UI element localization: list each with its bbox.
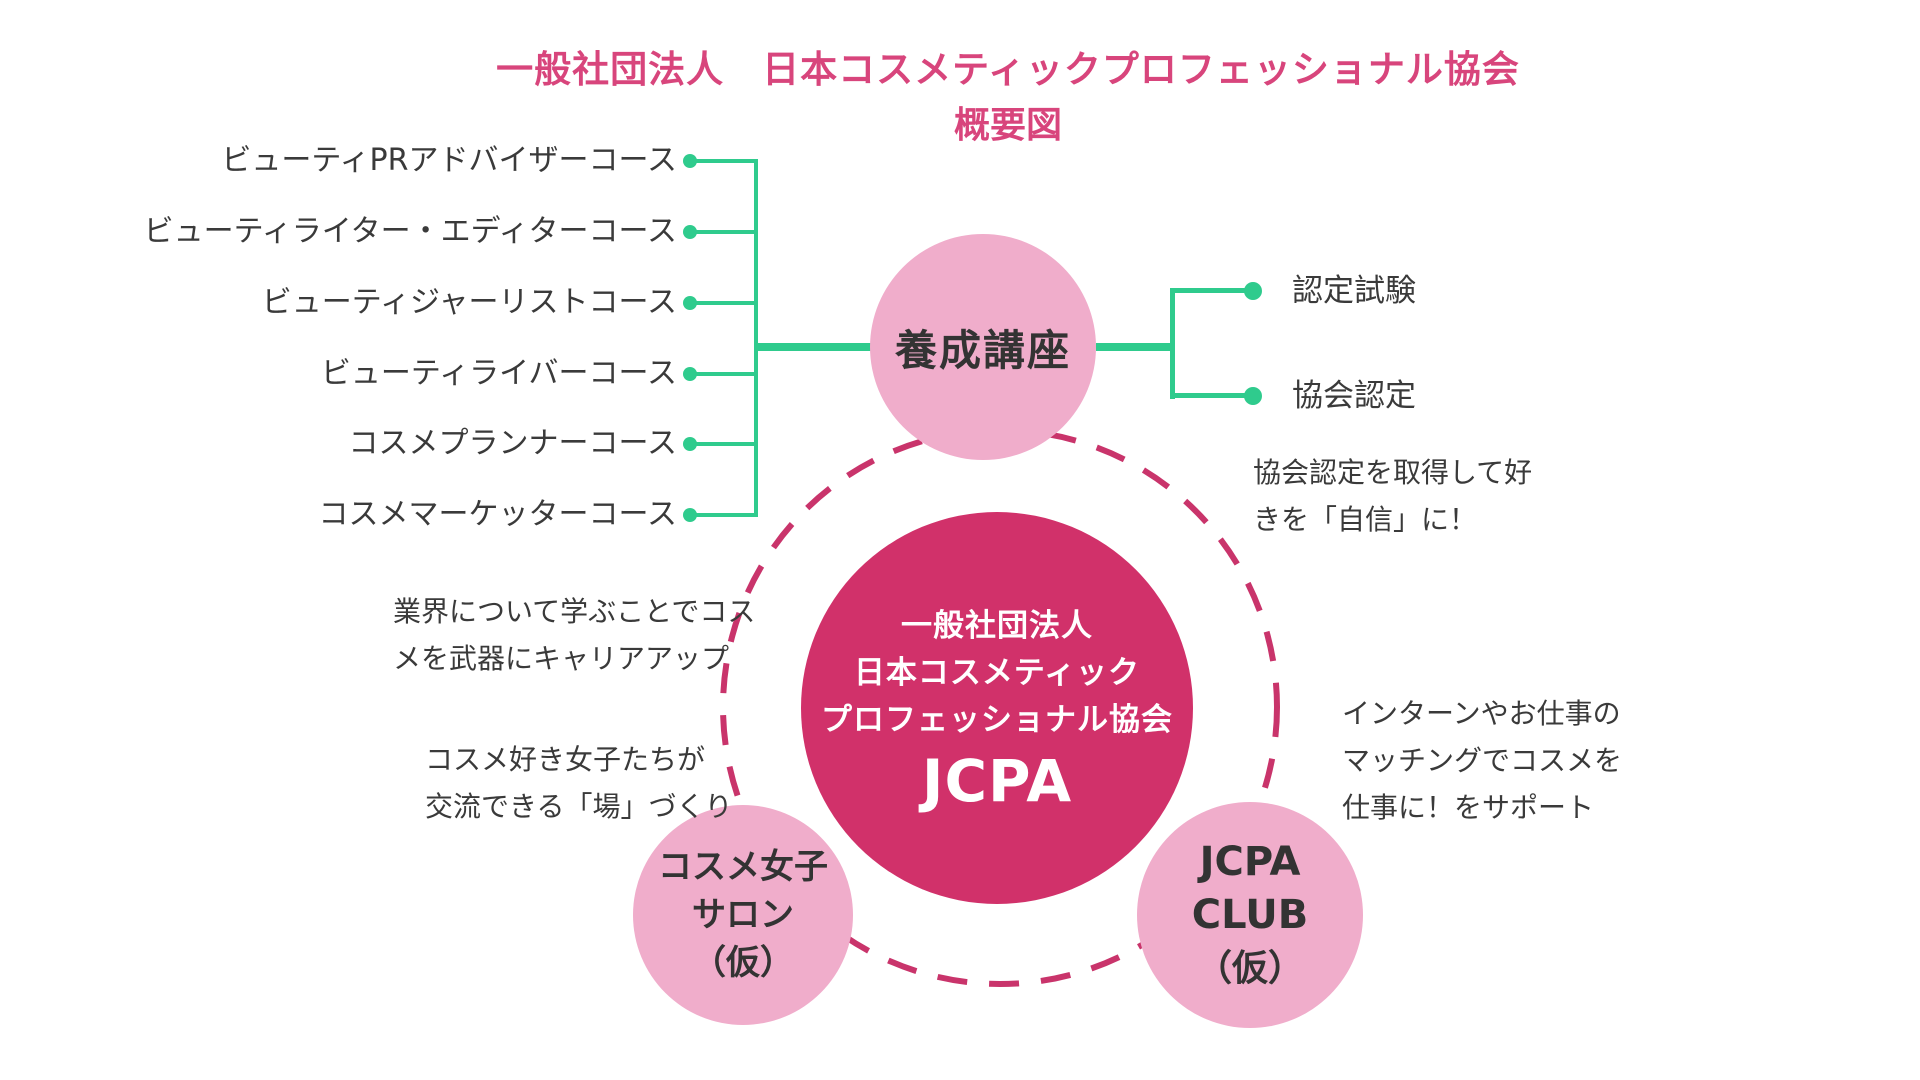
title-line1: 一般社団法人 日本コスメティックプロフェッショナル協会	[496, 48, 1520, 91]
annotation-club: インターンやお仕事の マッチングでコスメを 仕事に！をサポート	[1342, 690, 1622, 831]
annotation-certification-line2: きを「自信」に！	[1253, 503, 1478, 536]
annotation-career-line1: 業界について学ぶことでコス	[393, 595, 756, 628]
connector-dot	[1244, 387, 1262, 405]
connector-spine	[754, 159, 758, 517]
course-item-pr-advisor: ビューティPRアドバイザーコース	[221, 143, 677, 178]
course-item-marketer: コスメマーケッターコース	[318, 497, 678, 532]
jcpa-center-circle: 一般社団法人 日本コスメティック プロフェッショナル協会 JCPA	[801, 512, 1193, 904]
certification-exam-label: 認定試験	[1292, 273, 1416, 309]
certification-approval-label: 協会認定	[1292, 378, 1416, 414]
club-line2: CLUB	[1191, 891, 1309, 938]
club-line3: （仮）	[1195, 947, 1304, 989]
club-line1: JCPA	[1199, 838, 1301, 885]
center-line1: 一般社団法人	[901, 607, 1093, 644]
connector-line	[690, 442, 756, 446]
connector-line	[690, 159, 756, 163]
center-line3: プロフェッショナル協会	[821, 701, 1173, 738]
connector-line	[1172, 288, 1253, 293]
annotation-salon-line1: コスメ好き女子たちが	[425, 743, 706, 776]
course-item-planner: コスメプランナーコース	[348, 426, 678, 461]
connector-dot	[1244, 282, 1262, 300]
course-item-journalist: ビューティジャーリストコース	[261, 285, 677, 320]
salon-line1: コスメ女子	[658, 847, 828, 887]
title-line2: 概要図	[953, 105, 1062, 146]
salon-line2: サロン	[692, 895, 794, 935]
salon-line3: （仮）	[692, 943, 794, 983]
connector-main-right	[1096, 343, 1174, 351]
cosme-joshi-salon-circle: コスメ女子 サロン （仮）	[633, 805, 853, 1025]
page-title: 一般社団法人 日本コスメティックプロフェッショナル協会 概要図	[408, 48, 1608, 148]
annotation-career-line2: メを武器にキャリアアップ	[393, 642, 730, 675]
connector-line	[690, 513, 756, 517]
jcpa-club-circle: JCPA CLUB （仮）	[1137, 802, 1363, 1028]
connector-main-left	[756, 343, 874, 351]
annotation-club-line3: 仕事に！をサポート	[1342, 791, 1595, 824]
center-line2: 日本コスメティック	[853, 654, 1141, 691]
annotation-salon-line2: 交流できる「場」づくり	[425, 790, 733, 823]
course-item-writer-editor: ビューティライター・エディターコース	[143, 214, 677, 249]
annotation-club-line2: マッチングでコスメを	[1342, 744, 1623, 777]
connector-line	[690, 301, 756, 305]
annotation-club-line1: インターンやお仕事の	[1342, 697, 1621, 730]
course-item-liver: ビューティライバーコース	[320, 356, 677, 391]
center-acronym: JCPA	[921, 746, 1073, 815]
training-course-label: 養成講座	[894, 325, 1071, 375]
annotation-career: 業界について学ぶことでコス メを武器にキャリアアップ	[393, 588, 755, 682]
annotation-certification: 協会認定を取得して好 きを「自信」に！	[1253, 449, 1532, 543]
annotation-salon: コスメ好き女子たちが 交流できる「場」づくり	[425, 736, 732, 830]
connector-bracket	[1170, 288, 1175, 399]
connector-line	[690, 372, 756, 376]
connector-line	[690, 230, 756, 234]
connector-line	[1172, 393, 1253, 398]
training-course-circle: 養成講座	[870, 234, 1096, 460]
annotation-certification-line1: 協会認定を取得して好	[1253, 456, 1533, 489]
